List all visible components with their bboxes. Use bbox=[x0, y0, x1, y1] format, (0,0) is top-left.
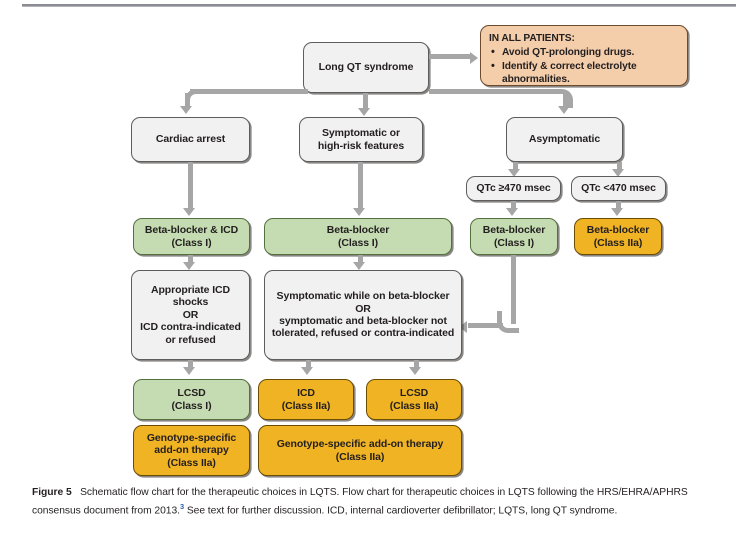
bb-icd-line-1: Beta-blocker & ICD bbox=[144, 224, 239, 237]
arrowhead-bb-qtc-high bbox=[506, 208, 518, 216]
bb-qtc-high-line-2: (Class I) bbox=[494, 236, 534, 249]
arrowhead-asymptomatic bbox=[558, 106, 570, 114]
node-lcsd-class-i[interactable]: LCSD (Class I) bbox=[133, 379, 250, 420]
connector-symptomatic-to-bb bbox=[358, 162, 363, 209]
bb-failure-line-1: Symptomatic while on beta-blocker bbox=[276, 290, 450, 303]
connector-failure-to-lcsd-right bbox=[414, 360, 419, 368]
bb-qtc-high-line-1: Beta-blocker bbox=[482, 224, 546, 237]
arrowhead-icd-criteria bbox=[183, 262, 195, 270]
connector-qtc-high-to-bb bbox=[511, 201, 516, 209]
arrowhead-bb-icd bbox=[183, 208, 195, 216]
elbow-bb-qtc-high-to-failure bbox=[497, 311, 519, 333]
lcsd-right-line-1: LCSD bbox=[399, 387, 429, 400]
genotype-mid-line-2: (Class IIa) bbox=[335, 450, 385, 463]
node-asymptomatic[interactable]: Asymptomatic bbox=[506, 117, 623, 162]
bb-qtc-low-line-1: Beta-blocker bbox=[586, 224, 650, 237]
genotype-left-line-3: (Class IIa) bbox=[167, 456, 216, 469]
node-icd-shock-criteria[interactable]: Appropriate ICD shocks OR ICD contra-ind… bbox=[131, 270, 250, 360]
connector-root-to-advice bbox=[429, 54, 471, 59]
node-icd-class-iia[interactable]: ICD (Class IIa) bbox=[258, 379, 354, 420]
bb-failure-line-4: tolerated, refused or contra-indicated bbox=[271, 327, 455, 340]
arrowhead-bb-qtc-low bbox=[611, 208, 623, 216]
icd-mid-line-1: ICD bbox=[297, 387, 315, 400]
bb-icd-line-2: (Class I) bbox=[171, 236, 212, 249]
arrowhead-symptomatic bbox=[358, 108, 370, 116]
bb-mid-line-2: (Class I) bbox=[338, 236, 378, 249]
node-lcsd-class-iia[interactable]: LCSD (Class IIa) bbox=[366, 379, 462, 420]
node-beta-blocker-qtc-high[interactable]: Beta-blocker (Class I) bbox=[470, 218, 558, 255]
arrowhead-bb-failure-from-right bbox=[459, 320, 467, 333]
arrowhead-bb-mid bbox=[353, 208, 365, 216]
node-symptomatic-high-risk[interactable]: Symptomatic or high-risk features bbox=[299, 117, 423, 162]
arrowhead-lcsd-right bbox=[409, 367, 421, 375]
advice-heading: IN ALL PATIENTS: bbox=[489, 33, 575, 44]
node-long-qt-syndrome[interactable]: Long QT syndrome bbox=[303, 42, 429, 93]
icd-criteria-line-5: or refused bbox=[165, 333, 216, 346]
icd-mid-line-2: (Class IIa) bbox=[281, 399, 331, 412]
connector-bb-qtc-high-left bbox=[468, 323, 503, 328]
node-genotype-specific-mid[interactable]: Genotype-specific add-on therapy (Class … bbox=[258, 425, 462, 476]
advice-bullet-item: Avoid QT-prolonging drugs. bbox=[489, 45, 680, 60]
node-beta-blocker-and-icd[interactable]: Beta-blocker & ICD (Class I) bbox=[133, 218, 250, 255]
node-cardiac-arrest[interactable]: Cardiac arrest bbox=[131, 117, 250, 162]
advice-bullet-item: Identify & correct electrolyte abnormali… bbox=[489, 59, 680, 87]
arrowhead-lcsd-left bbox=[183, 367, 195, 375]
arrowhead-qtc-high bbox=[508, 169, 520, 177]
figure-caption: Figure 5 Schematic flow chart for the th… bbox=[32, 485, 722, 519]
node-genotype-specific-left[interactable]: Genotype-specific add-on therapy (Class … bbox=[133, 425, 250, 476]
bb-failure-line-2: OR bbox=[355, 302, 371, 315]
node-qtc-less-470[interactable]: QTc <470 msec bbox=[571, 176, 666, 201]
node-all-patients-advice[interactable]: IN ALL PATIENTS: Avoid QT-prolonging dru… bbox=[480, 25, 688, 86]
connector-bb-icd-to-criteria bbox=[188, 255, 193, 263]
arrowhead-root-to-advice bbox=[470, 51, 478, 64]
caption-text-part-1: Schematic flow chart for the therapeutic… bbox=[32, 487, 688, 517]
lcsd-right-line-2: (Class IIa) bbox=[389, 399, 439, 412]
connector-asymptomatic-to-qtc-low bbox=[617, 162, 622, 170]
icd-criteria-line-2: shocks bbox=[172, 296, 209, 309]
connector-bb-mid-to-failure bbox=[358, 255, 363, 263]
connector-bb-qtc-high-down bbox=[511, 255, 516, 324]
caption-reference-marker: 3 bbox=[179, 501, 185, 511]
icd-criteria-line-4: ICD contra-indicated bbox=[140, 321, 241, 334]
connector-cardiac-arrest-to-bb-icd bbox=[188, 162, 193, 209]
advice-bullet-list: Avoid QT-prolonging drugs. Identify & co… bbox=[489, 45, 680, 87]
connector-asymptomatic-to-qtc-high bbox=[513, 162, 518, 170]
node-beta-blocker-failure-criteria[interactable]: Symptomatic while on beta-blocker OR sym… bbox=[264, 270, 462, 360]
figure-label: Figure 5 bbox=[32, 487, 72, 498]
caption-text-part-2: See text for further discussion. ICD, in… bbox=[186, 505, 618, 517]
connector-root-branch-left bbox=[190, 89, 308, 94]
connector-root-branch-right bbox=[429, 89, 562, 94]
connector-failure-to-icd-mid bbox=[306, 360, 311, 368]
bb-failure-line-3: symptomatic and beta-blocker not bbox=[279, 315, 447, 327]
node-beta-blocker-symptomatic[interactable]: Beta-blocker (Class I) bbox=[264, 218, 452, 255]
connector-down-to-asymptomatic bbox=[563, 93, 568, 107]
icd-criteria-line-1: Appropriate ICD bbox=[150, 284, 230, 297]
connector-criteria-to-lcsd-left bbox=[188, 360, 193, 368]
symptomatic-line-1: Symptomatic or bbox=[322, 127, 400, 140]
genotype-left-line-1: Genotype-specific bbox=[146, 431, 237, 444]
lcsd-left-line-2: (Class I) bbox=[171, 399, 212, 412]
lcsd-left-line-1: LCSD bbox=[177, 387, 206, 400]
arrowhead-qtc-low bbox=[612, 169, 624, 177]
arrowhead-cardiac-arrest bbox=[180, 106, 192, 114]
bb-mid-line-1: Beta-blocker bbox=[326, 224, 390, 237]
icd-criteria-line-3: OR bbox=[182, 308, 199, 321]
top-divider-rule bbox=[22, 4, 736, 7]
node-beta-blocker-qtc-low[interactable]: Beta-blocker (Class IIa) bbox=[574, 218, 662, 255]
genotype-left-line-2: add-on therapy bbox=[154, 444, 229, 457]
symptomatic-line-2: high-risk features bbox=[317, 139, 405, 152]
genotype-mid-line-1: Genotype-specific add-on therapy bbox=[276, 438, 444, 451]
arrowhead-bb-failure bbox=[353, 262, 365, 270]
connector-down-to-cardiac-arrest bbox=[185, 93, 190, 107]
elbow-root-right bbox=[556, 89, 573, 108]
connector-down-to-symptomatic bbox=[363, 93, 368, 110]
connector-qtc-low-to-bb bbox=[616, 201, 621, 209]
bb-qtc-low-line-2: (Class IIa) bbox=[593, 236, 643, 249]
arrowhead-icd-mid bbox=[301, 367, 313, 375]
node-qtc-greater-equal-470[interactable]: QTc ≥470 msec bbox=[466, 176, 561, 201]
